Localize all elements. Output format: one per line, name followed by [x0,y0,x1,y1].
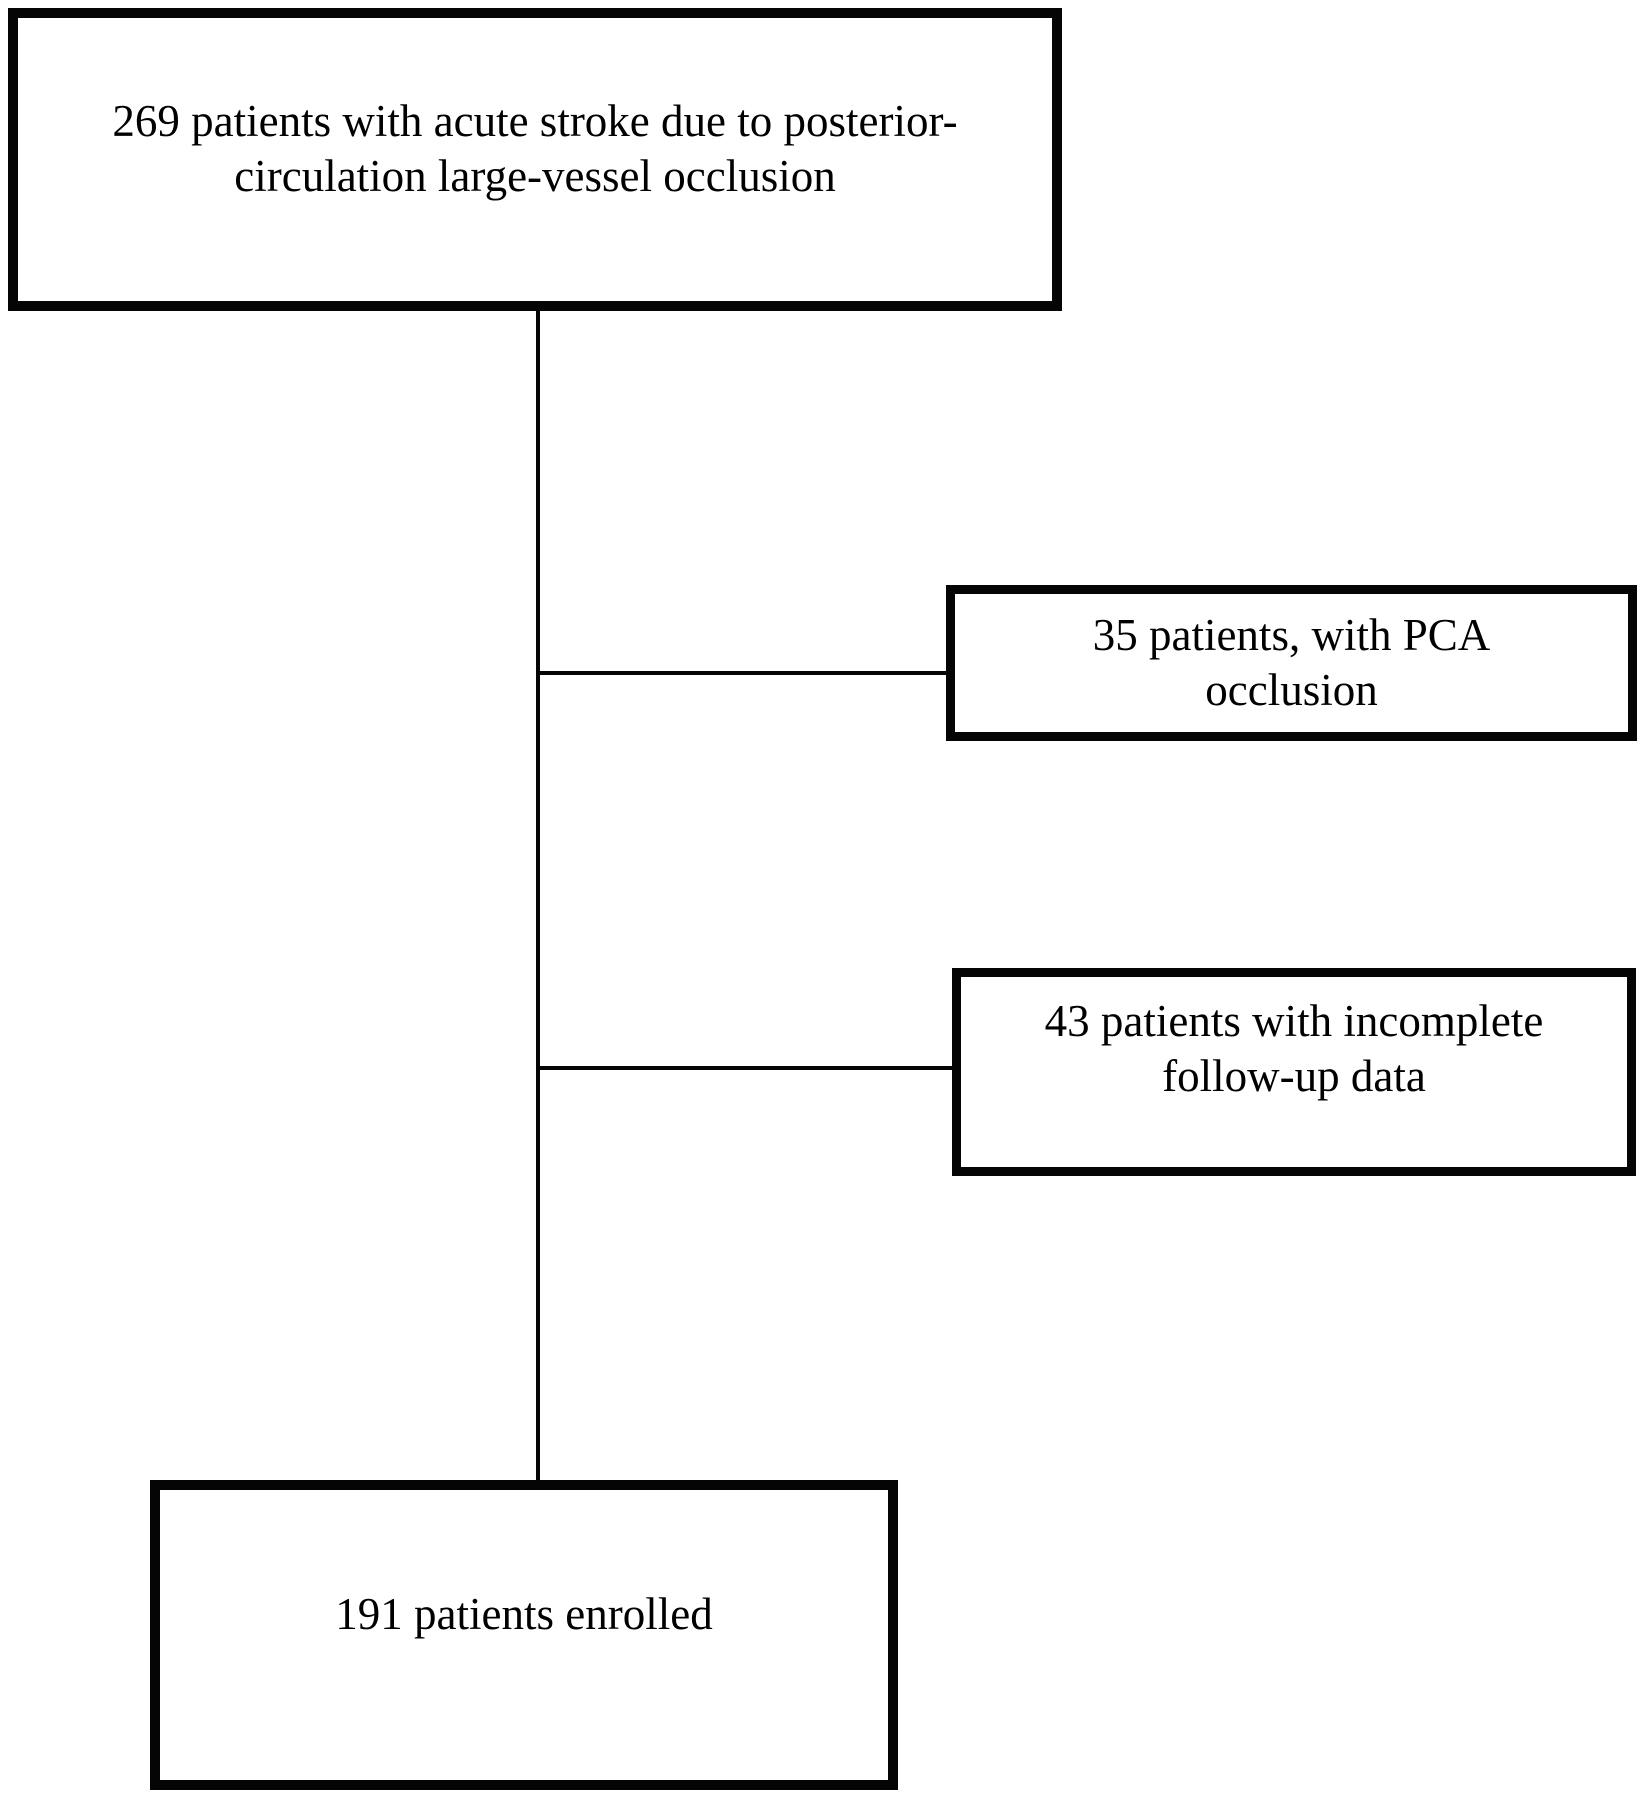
node-incomplete-followup-excluded: 43 patients with incomplete follow-up da… [952,968,1636,1176]
connector-branch-followup-line [538,1066,954,1070]
node-pca-occlusion-excluded: 35 patients, with PCA occlusion [946,585,1637,741]
node-incomplete-followup-text-line2: follow-up data [1162,1051,1426,1101]
node-patients-enrolled: 191 patients enrolled [150,1480,898,1790]
node-patients-enrolled-text: 191 patients enrolled [335,1588,713,1639]
node-pca-occlusion-text-line2: occlusion [1205,665,1378,715]
node-total-patients-text-line1: 269 patients with acute stroke due to po… [112,95,958,146]
connector-branch-pca-line [538,671,948,675]
node-pca-occlusion-text-line1: 35 patients, with PCA [1092,610,1491,661]
connector-main-vertical-line [536,305,540,1485]
node-total-patients-text-line2: circulation large-vessel occlusion [234,150,836,201]
node-total-patients: 269 patients with acute stroke due to po… [8,8,1062,311]
node-incomplete-followup-text-line1: 43 patients with incomplete [1044,996,1544,1047]
